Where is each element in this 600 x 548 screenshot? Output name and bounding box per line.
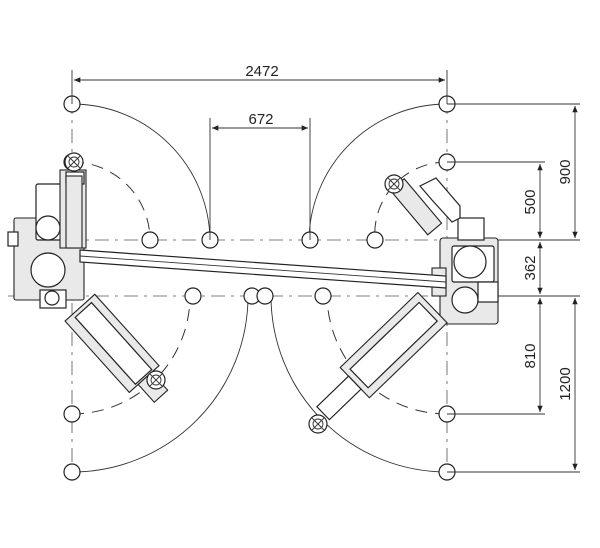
dim-right-upper: 500 xyxy=(522,164,543,238)
dim-overall-width: 2472 xyxy=(71,63,448,104)
dim-right-mid: 362 xyxy=(522,242,543,294)
pad-top-right xyxy=(384,174,404,194)
right-column xyxy=(431,217,499,325)
crossbeam xyxy=(79,249,447,289)
arm-top-left xyxy=(64,152,84,249)
dim-right-top: 900 xyxy=(557,106,578,238)
dim-label-362: 362 xyxy=(522,255,539,280)
dim-right-lower: 810 xyxy=(522,298,543,412)
dim-inner-width: 672 xyxy=(209,111,311,240)
pad-bottom-right xyxy=(308,414,328,434)
arm-bottom-left xyxy=(64,293,169,404)
dim-label-overall-width: 2472 xyxy=(245,63,278,80)
pad-bottom-left xyxy=(146,370,166,390)
dim-label-500: 500 xyxy=(522,189,539,214)
swing-arcs xyxy=(71,103,448,473)
arm-bottom-right xyxy=(316,291,448,421)
right-extension-lines xyxy=(447,103,580,473)
dim-right-bottom: 1200 xyxy=(557,298,578,470)
dim-label-1200: 1200 xyxy=(557,367,574,400)
arm-top-right-bracket xyxy=(419,177,461,223)
dim-label-900: 900 xyxy=(557,159,574,184)
pivot-circles xyxy=(63,95,456,481)
dim-label-inner-width: 672 xyxy=(248,111,273,128)
dim-label-810: 810 xyxy=(522,343,539,368)
